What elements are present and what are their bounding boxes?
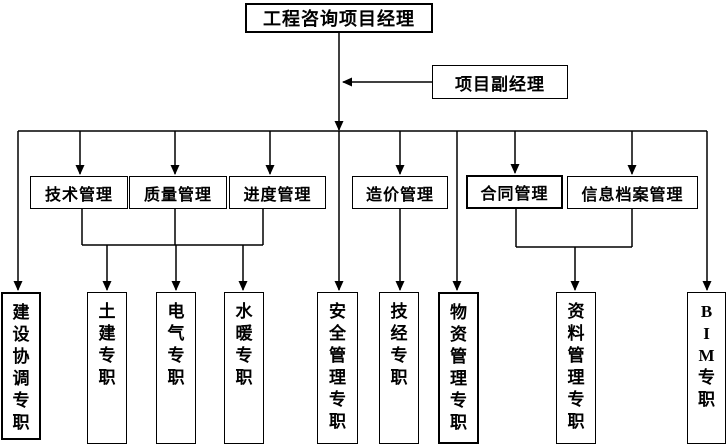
node-spec-tech-economy: 技经专职: [379, 292, 419, 444]
node-dept-schedule: 进度管理: [229, 176, 326, 209]
node-spec-safety: 安全管理专职: [317, 292, 358, 444]
node-dept-cost: 造价管理: [352, 176, 448, 209]
node-spec-construction-coordination: 建设协调专职: [1, 292, 41, 440]
node-spec-electrical: 电气专职: [156, 292, 196, 444]
node-dept-contract: 合同管理: [466, 175, 563, 209]
node-dept-info-archive: 信息档案管理: [567, 176, 698, 209]
node-spec-document: 资料管理专职: [556, 292, 596, 444]
node-project-manager: 工程咨询项目经理: [245, 3, 433, 33]
node-dept-technical: 技术管理: [30, 176, 128, 209]
node-spec-hvac: 水暖专职: [224, 292, 264, 444]
node-dept-quality: 质量管理: [129, 176, 227, 209]
node-deputy-manager: 项目副经理: [432, 65, 568, 99]
node-spec-civil: 土建专职: [87, 292, 127, 444]
node-spec-material: 物资管理专职: [438, 292, 479, 444]
